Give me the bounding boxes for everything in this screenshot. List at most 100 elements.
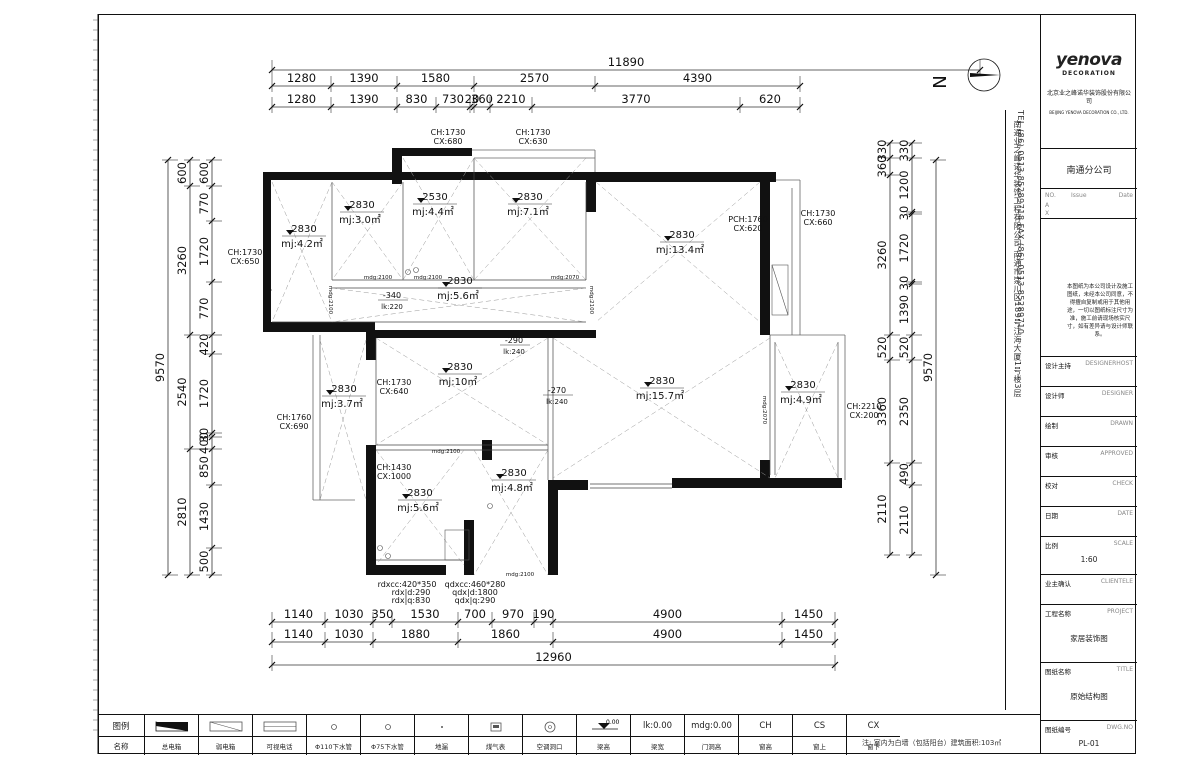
- room-diagonal: [375, 337, 549, 446]
- dim-right-2-tick: [908, 154, 916, 162]
- ceiling-height-marker: [417, 198, 425, 203]
- ceiling-height: 2830: [447, 362, 472, 373]
- title-row-label: 校对: [1045, 482, 1058, 490]
- dot-icon: [440, 725, 443, 728]
- ceiling-height: 2830: [349, 200, 374, 211]
- legend-item: 地漏: [414, 715, 468, 755]
- structural-wall: [548, 480, 588, 490]
- dim-right-1-label: 520: [875, 337, 889, 359]
- title-row-label: 绘制: [1045, 422, 1058, 430]
- dim-left-2-tick: [208, 217, 216, 225]
- legend-name: 窗高: [759, 743, 772, 751]
- revision-no: NO.: [1045, 192, 1056, 199]
- dim-right-2-label: 1390: [897, 295, 911, 324]
- legend-name: 弱电箱: [215, 743, 236, 751]
- ceiling-height: 2830: [501, 468, 526, 479]
- window-sill: CX:690: [279, 422, 308, 431]
- dim-right-2-label: 1200: [897, 170, 911, 199]
- dim-right-1-label: 3360: [875, 397, 889, 426]
- pipe-note-qd: qdx|q:290: [455, 596, 496, 605]
- title-row: 绘制 DRAWN: [1041, 416, 1137, 446]
- title-row-label-en: TITLE: [1116, 666, 1133, 673]
- structural-wall: [263, 172, 271, 332]
- title-row-label-en: DWG.NO: [1106, 724, 1133, 731]
- kitchen-fixture: [444, 529, 470, 561]
- dim-top-2-tick: [470, 103, 478, 111]
- dim-left-1-label: 3260: [175, 246, 189, 275]
- room-area: mj:3.0㎡: [339, 214, 381, 226]
- door-swing: [771, 264, 789, 316]
- title-row-label-en: CHECK: [1112, 480, 1133, 487]
- dim-left-2-label: 770: [197, 193, 211, 215]
- title-row-label: 审核: [1045, 452, 1058, 460]
- structural-wall: [832, 478, 842, 488]
- dim-bot-2-tick: [778, 638, 786, 646]
- dim-bot-2-tick: [369, 638, 377, 646]
- dim-top-1-tick: [268, 82, 276, 90]
- title-row-label-en: DRAWN: [1110, 420, 1133, 427]
- room-area: mj:15.7㎡: [636, 390, 684, 402]
- structural-wall: [760, 264, 770, 334]
- dim-top-total-label: 11890: [608, 55, 645, 69]
- dim-left-2-tick: [208, 350, 216, 358]
- ceiling-height: 2830: [291, 224, 316, 235]
- dim-top-2-label: 730: [442, 92, 464, 106]
- window-sill: CX:640: [379, 387, 408, 396]
- dim-top-2-tick: [486, 103, 494, 111]
- legend-item: Φ75下水管: [360, 715, 414, 755]
- room-diagonal: [375, 449, 465, 566]
- dim-right-1-tick: [886, 459, 894, 467]
- dim-right-2-tick: [908, 210, 916, 218]
- ceiling-height: 2830: [517, 192, 542, 203]
- title-row-value: 原始结构图: [1070, 692, 1108, 701]
- dim-left-total-label: 9570: [153, 353, 167, 382]
- room-diagonal: [331, 287, 587, 323]
- dim-bot-1-label: 700: [464, 607, 486, 621]
- title-row-value: PL-01: [1078, 739, 1100, 748]
- drain-fixture: [405, 269, 411, 275]
- dim-top-2-label: 620: [759, 92, 781, 106]
- dim-right-1-tick: [886, 171, 894, 179]
- dim-left-1-tick: [186, 331, 194, 339]
- legend-symbol: [415, 715, 468, 737]
- contact-line: TEL (86) 0513 85289718 FAX (86) 0513 852…: [1016, 110, 1025, 335]
- dim-top-total-tick: [268, 66, 276, 74]
- room-area: mj:4.8㎡: [491, 482, 533, 494]
- room-diagonal: [552, 337, 771, 479]
- legend-name: 窗下: [867, 743, 880, 751]
- dim-top-1-label: 4390: [683, 71, 712, 85]
- window-height: CH:1730: [516, 128, 551, 137]
- door-height: mdg:2070: [761, 396, 767, 425]
- dim-bot-2-tick: [549, 638, 557, 646]
- dim-top-2-tick: [796, 103, 804, 111]
- dim-left-2-label: 420: [197, 334, 211, 356]
- window-height: CH:1430: [377, 463, 412, 472]
- room-area: mj:3.7㎡: [321, 398, 363, 410]
- structural-wall: [586, 172, 596, 212]
- dim-left-1-tick: [186, 445, 194, 453]
- dim-right-1-tick: [886, 139, 894, 147]
- legend-name: 煤气表: [485, 743, 506, 751]
- window-height: PCH:1760: [728, 215, 767, 224]
- legend-item: 空调洞口: [522, 715, 576, 755]
- door-height: mdg:2100: [364, 275, 393, 281]
- revision-a: A: [1045, 202, 1050, 209]
- dim-left-1-label: 600: [175, 162, 189, 184]
- legend-item: Φ110下水管: [306, 715, 360, 755]
- dim-right-2-label: 30: [897, 206, 911, 221]
- legend-name: 窗上: [813, 743, 826, 751]
- legend-name-title: 名称: [113, 741, 129, 751]
- dim-right-1-tick: [886, 154, 894, 162]
- legend-name: 梁高: [597, 743, 610, 751]
- dim-bot-1-tick: [388, 618, 396, 626]
- pipe-note-rd: rdx|q:830: [392, 596, 431, 605]
- dim-left-1-label: 2540: [175, 377, 189, 406]
- title-row: 校对 CHECK: [1041, 476, 1137, 506]
